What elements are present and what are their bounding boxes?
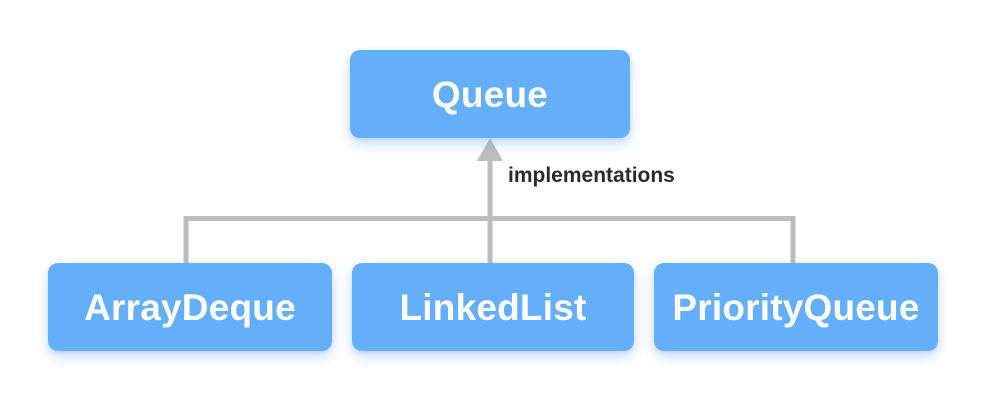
node-arraydeque[interactable]: ArrayDeque xyxy=(48,263,332,351)
node-priorityqueue[interactable]: PriorityQueue xyxy=(654,263,938,351)
node-linkedlist-label: LinkedList xyxy=(399,286,587,328)
edge-label-implementations: implementations xyxy=(508,164,675,187)
node-queue-label: Queue xyxy=(431,73,549,115)
node-linkedlist[interactable]: LinkedList xyxy=(352,263,634,351)
node-arraydeque-label: ArrayDeque xyxy=(84,286,296,328)
arrowhead-icon xyxy=(477,138,503,161)
node-queue[interactable]: Queue xyxy=(350,50,630,138)
node-priorityqueue-label: PriorityQueue xyxy=(672,286,920,328)
